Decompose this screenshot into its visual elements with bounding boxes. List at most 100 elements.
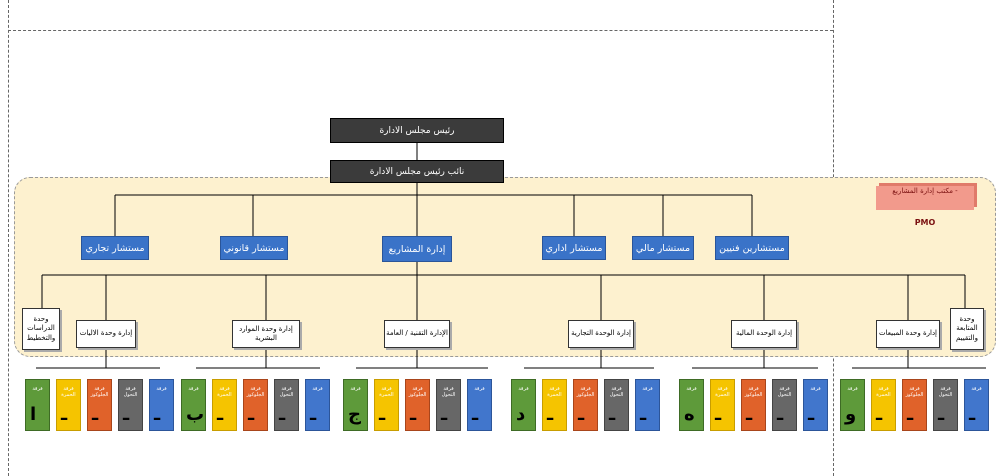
team-blue-box: فرقة ـ xyxy=(803,379,828,431)
advisor-admin: مستشار اداري xyxy=(542,236,606,260)
team-orange-box: فرقة الجلوكوز ـ xyxy=(405,379,430,431)
org-panel xyxy=(14,177,996,357)
unit-financial: إدارة الوحدة المالية xyxy=(731,320,797,348)
team-label: فرقة الحمرة xyxy=(379,386,394,398)
team-mark: و xyxy=(845,404,857,425)
team-label: فرقة الحمرة xyxy=(61,386,76,398)
team-label: فرقة xyxy=(518,386,529,392)
project-management: إدارة المشاريع xyxy=(382,236,452,262)
team-mark: ـ xyxy=(640,404,647,425)
team-label: فرقة الجلوكوز xyxy=(408,386,427,398)
team-label: فرقة الحمرة xyxy=(547,386,562,398)
team-label: فرقة xyxy=(188,386,199,392)
team-blue-box: فرقة ـ xyxy=(305,379,330,431)
team-mark: ـ xyxy=(248,404,255,425)
team-mark: ـ xyxy=(217,404,224,425)
team-blue-box: فرقة ـ xyxy=(467,379,492,431)
vice-chairman-box: نائب رئيس مجلس الادارة xyxy=(330,160,504,183)
team-label: فرقة xyxy=(350,386,361,392)
team-mark: ـ xyxy=(441,404,448,425)
page-guide-left xyxy=(8,0,9,476)
team-label: فرقة الحمرة xyxy=(876,386,891,398)
team-mark: ا xyxy=(30,404,37,425)
team-mark: ه xyxy=(684,404,695,425)
team-green-box: فرقة ا xyxy=(25,379,50,431)
team-label: فرقة الجلوكوز xyxy=(90,386,109,398)
unit-hr: إدارة وحدة الموارد البشرية xyxy=(232,320,300,348)
team-mark: ـ xyxy=(123,404,130,425)
team-label: فرقة الجلوكوز xyxy=(576,386,595,398)
team-label: فرقة xyxy=(474,386,485,392)
unit-studies: وحدة الدراسات والتخطيط xyxy=(22,308,60,350)
advisor-legal: مستشار قانوني xyxy=(220,236,288,260)
team-mark: ـ xyxy=(777,404,784,425)
advisor-financial: مستشار مالي xyxy=(632,236,694,260)
team-yellow-box: فرقة الحمرة ـ xyxy=(542,379,567,431)
team-label: فرقة xyxy=(847,386,858,392)
team-label: فرقة الجلوكوز xyxy=(744,386,763,398)
team-label: فرقة xyxy=(810,386,821,392)
team-yellow-box: فرقة الحمرة ـ xyxy=(212,379,237,431)
team-label: فرقة الحمرة xyxy=(217,386,232,398)
team-label: فرقة التحول xyxy=(123,386,138,398)
team-mark: ـ xyxy=(907,404,914,425)
chairman-box: رئيس مجلس الادارة xyxy=(330,118,504,143)
team-mark: ب xyxy=(186,404,205,425)
team-green-box: فرقة ه xyxy=(679,379,704,431)
team-label: فرقة xyxy=(156,386,167,392)
team-label: فرقة الجلوكوز xyxy=(246,386,265,398)
team-label: فرقة xyxy=(686,386,697,392)
advisor-commercial: مستشار تجاري xyxy=(81,236,149,260)
team-mark: ـ xyxy=(472,404,479,425)
team-mark: ـ xyxy=(715,404,722,425)
team-gray-box: فرقة التحول ـ xyxy=(118,379,143,431)
team-mark: ـ xyxy=(92,404,99,425)
team-mark: ـ xyxy=(938,404,945,425)
team-mark: ـ xyxy=(61,404,68,425)
advisor-technical: مستشارين فنيين xyxy=(715,236,789,260)
team-mark: ـ xyxy=(969,404,976,425)
team-label: فرقة الجلوكوز xyxy=(905,386,924,398)
team-green-box: فرقة ج xyxy=(343,379,368,431)
team-orange-box: فرقة الجلوكوز ـ xyxy=(902,379,927,431)
page-guide-top xyxy=(8,30,833,31)
team-green-box: فرقة و xyxy=(840,379,865,431)
unit-mechanisms: إدارة وحدة الاليات xyxy=(76,320,136,348)
team-mark: ـ xyxy=(578,404,585,425)
team-mark: ـ xyxy=(808,404,815,425)
team-gray-box: فرقة التحول ـ xyxy=(436,379,461,431)
team-label: فرقة xyxy=(32,386,43,392)
team-mark: ج xyxy=(348,404,361,425)
team-mark: ـ xyxy=(609,404,616,425)
team-mark: ـ xyxy=(154,404,161,425)
team-gray-box: فرقة التحول ـ xyxy=(604,379,629,431)
team-label: فرقة التحول xyxy=(609,386,624,398)
pmo-sub: PMO xyxy=(914,218,936,227)
team-label: فرقة التحول xyxy=(441,386,456,398)
unit-commercial: إدارة الوحدة التجارية xyxy=(568,320,634,348)
team-mark: ـ xyxy=(310,404,317,425)
team-label: فرقة xyxy=(642,386,653,392)
team-label: فرقة التحول xyxy=(777,386,792,398)
team-mark: ـ xyxy=(279,404,286,425)
team-label: فرقة xyxy=(312,386,323,392)
team-yellow-box: فرقة الحمرة ـ xyxy=(710,379,735,431)
team-mark: ـ xyxy=(410,404,417,425)
team-label: فرقة xyxy=(971,386,982,392)
team-mark: ـ xyxy=(876,404,883,425)
team-orange-box: فرقة الجلوكوز ـ xyxy=(573,379,598,431)
team-mark: د xyxy=(516,404,526,425)
team-blue-box: فرقة ـ xyxy=(149,379,174,431)
team-blue-box: فرقة ـ xyxy=(635,379,660,431)
team-label: فرقة الحمرة xyxy=(715,386,730,398)
team-yellow-box: فرقة الحمرة ـ xyxy=(56,379,81,431)
team-orange-box: فرقة الجلوكوز ـ xyxy=(87,379,112,431)
unit-sales: إدارة وحدة المبيعات xyxy=(876,320,940,348)
team-yellow-box: فرقة الحمرة ـ xyxy=(871,379,896,431)
team-mark: ـ xyxy=(547,404,554,425)
